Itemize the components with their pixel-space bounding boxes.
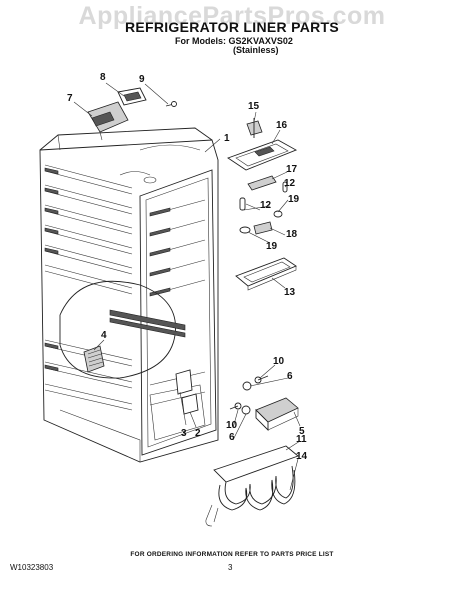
callout-13: 13 <box>284 287 296 298</box>
callout-4: 4 <box>101 330 107 341</box>
callout-11: 11 <box>296 434 307 445</box>
part-13-lens <box>235 257 297 291</box>
callout-17: 17 <box>286 164 298 175</box>
callout-19a: 19 <box>288 194 300 205</box>
document-number: W10323803 <box>10 563 54 572</box>
callout-14: 14 <box>296 451 308 462</box>
callout-1: 1 <box>224 133 230 144</box>
callout-9: 9 <box>139 74 145 85</box>
callout-10a: 10 <box>273 356 285 367</box>
part-17-socket <box>247 175 277 191</box>
finish-line: (Stainless) <box>233 45 279 55</box>
callout-2: 2 <box>195 428 201 439</box>
callout-labels: 1 2 3 4 5 6 6 7 8 9 10 10 11 12 12 13 14… <box>67 72 308 462</box>
callout-12b: 12 <box>260 200 272 211</box>
callout-15: 15 <box>248 101 260 112</box>
part-12-bulbs <box>239 181 288 211</box>
callout-12a: 12 <box>284 178 296 189</box>
part-4-grille <box>83 345 105 373</box>
part-9-screw <box>165 101 177 107</box>
models-line: For Models: GS2KVAXVS02 <box>175 36 293 46</box>
part-18-19-sockets <box>239 210 283 235</box>
callout-7: 7 <box>67 93 73 104</box>
part-16-light-housing <box>227 139 298 171</box>
page-number: 3 <box>228 563 233 572</box>
ordering-note: FOR ORDERING INFORMATION REFER TO PARTS … <box>130 551 334 558</box>
part-11-14-coil <box>205 445 299 527</box>
watermark: AppliancePartsPros.com <box>78 2 386 30</box>
part-8-bracket <box>117 87 147 106</box>
callout-6a: 6 <box>287 371 293 382</box>
page-title: REFRIGERATOR LINER PARTS <box>124 19 340 35</box>
callout-10b: 10 <box>226 420 238 431</box>
callout-3: 3 <box>181 428 187 439</box>
leader-lines <box>73 82 301 491</box>
part-7-housing <box>87 101 129 141</box>
part-2-3-brackets <box>175 369 199 415</box>
part-5-block <box>255 397 299 432</box>
callout-16: 16 <box>276 120 288 131</box>
callout-5: 5 <box>299 426 305 437</box>
part-10-6-fasteners <box>229 375 269 415</box>
callout-18: 18 <box>286 229 298 240</box>
callout-19b: 19 <box>266 241 278 252</box>
callout-6b: 6 <box>229 432 235 443</box>
callout-8: 8 <box>100 72 106 83</box>
